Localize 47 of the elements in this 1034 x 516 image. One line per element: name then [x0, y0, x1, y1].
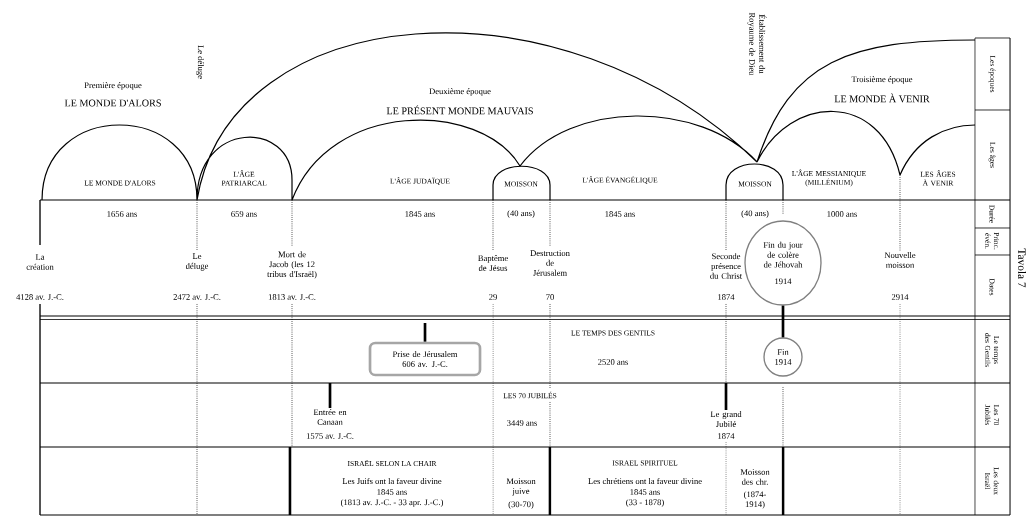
event-label: Le grand Jubilé	[710, 411, 742, 427]
note-label: Les Juifs ont la faveur divine	[342, 477, 442, 485]
duration-label: 1000 ans	[827, 211, 857, 217]
note-label: Moisson juive	[506, 478, 536, 496]
event-label: Entrée en Canaan	[313, 409, 347, 425]
date-label: 2472 av. J.-C.	[173, 294, 221, 300]
event-label: Baptême de Jésus	[478, 255, 508, 271]
epoch-label: Deuxième époque	[429, 88, 491, 96]
duration-label: 1845 ans	[605, 211, 635, 217]
date-label: (1813 av. J.-C. - 33 apr. J.-C.)	[341, 499, 443, 507]
event-label: Nouvelle moisson	[884, 252, 916, 268]
date-label: (30-70)	[508, 501, 534, 509]
epoch-label: Troisième époque	[851, 76, 913, 84]
date-label: 2914	[891, 294, 909, 300]
duration-label: 659 ans	[231, 211, 257, 217]
duration-label: 1845 ans	[377, 489, 407, 495]
duration-label: 3449 ans	[507, 420, 537, 426]
date-label: 1813 av. J.-C.	[268, 294, 316, 300]
event-box: Prise de Jérusalem 606 av. J.-C.	[368, 341, 482, 377]
duration-label: 1656 ans	[107, 211, 137, 217]
note-label: Les chrétiens ont la faveur divine	[588, 477, 702, 485]
date-label: 29	[489, 294, 497, 300]
note-label: Moisson des chr.	[740, 469, 770, 485]
date-label: 1575 av. J.-C.	[306, 433, 354, 439]
page-label: Tavola 7	[1018, 248, 1026, 288]
event-label: Le déluge	[196, 45, 204, 79]
date-label: (33 - 1878)	[626, 499, 664, 507]
date-label: 1874	[718, 433, 735, 439]
marker-line	[781, 305, 785, 338]
epoch-label: Première époque	[84, 82, 142, 90]
date-label: 4128 av. J.-C.	[16, 294, 64, 300]
date-label: (1874-1914)	[744, 491, 767, 509]
date-label: 70	[546, 294, 554, 300]
event-label: Mort de Jacob (les 12 tribus d'Israël)	[267, 251, 317, 279]
event-label: La création	[26, 254, 54, 270]
event-label: Établissement du Royaume de Dieu	[747, 12, 767, 76]
duration-label: 2520 ans	[598, 359, 628, 365]
duration-label: 1845 ans	[405, 211, 435, 217]
epoch-title: LE PRÉSENT MONDE MAUVAIS	[386, 105, 533, 115]
date-label: 1874	[718, 294, 735, 300]
epoch-title: LE MONDE À VENIR	[834, 93, 930, 103]
event-label: Le déluge	[185, 253, 209, 271]
event-label: Destruction de Jérusalem	[530, 250, 570, 276]
duration-label: (40 ans)	[507, 210, 535, 218]
epoch-title: LE MONDE D'ALORS	[64, 99, 161, 107]
marker-line	[423, 323, 427, 342]
duration-label: 1845 ans	[630, 489, 660, 495]
